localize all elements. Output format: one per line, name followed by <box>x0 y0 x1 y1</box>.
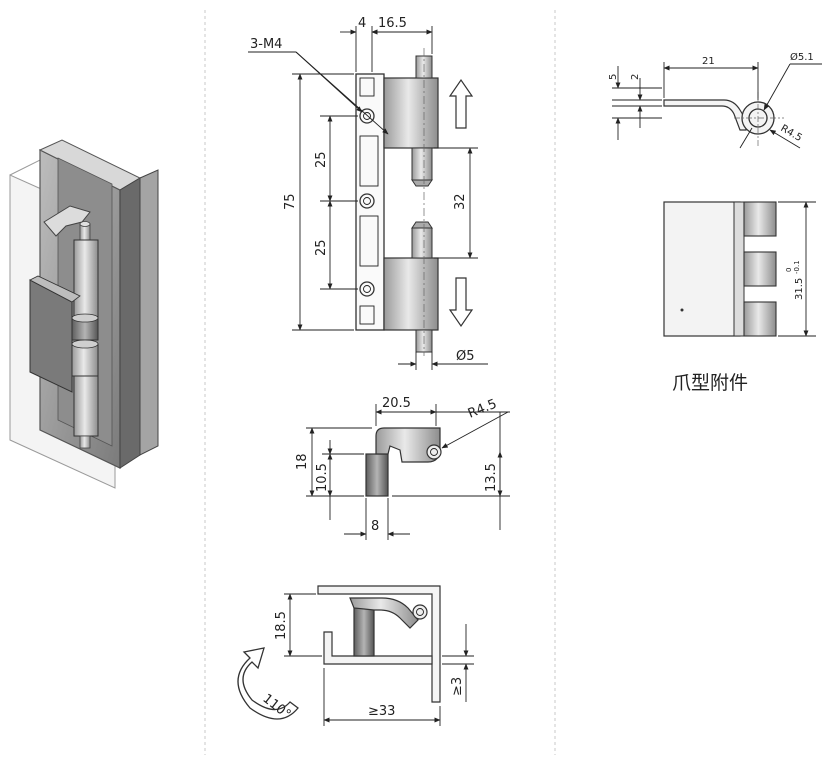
mounting-hole <box>359 108 375 124</box>
dim-min-33: ≥33 <box>368 704 395 719</box>
claw-attachment-caption: 爪型附件 <box>672 372 748 394</box>
dim-18: 18 <box>295 453 310 470</box>
dim-4: 4 <box>358 16 366 31</box>
dim-hole-diameter: Ø5.1 <box>790 51 814 63</box>
isometric-hinge-view <box>9 139 159 489</box>
dim-10-5: 10.5 <box>315 463 330 492</box>
claw-attachment-front-view: 31.5 0 -0.1 <box>663 201 816 337</box>
down-arrow-icon <box>448 277 474 328</box>
up-arrow-icon <box>448 78 474 129</box>
mounting-hole <box>359 193 375 209</box>
dim-radius-4-5: R4.5 <box>466 397 499 422</box>
dim-2: 2 <box>630 74 641 80</box>
dim-8: 8 <box>371 519 379 534</box>
dim-18-5: 18.5 <box>274 611 289 640</box>
hinge-install-view: 18.5 ≥3 ≥33 110° <box>237 585 474 726</box>
dim-75: 75 <box>283 193 298 210</box>
dim-20-5: 20.5 <box>382 396 411 411</box>
dim-claw-radius: R4.5 <box>779 123 804 144</box>
dim-21: 21 <box>702 56 715 67</box>
dim-13-5: 13.5 <box>484 463 499 492</box>
dim-25-upper: 25 <box>314 151 329 168</box>
dim-pin-diameter: Ø5 <box>456 349 475 364</box>
dim-5: 5 <box>608 74 619 80</box>
dim-16-5: 16.5 <box>378 16 407 31</box>
tolerance-lower: -0.1 <box>793 260 801 274</box>
dim-min-3: ≥3 <box>450 677 465 696</box>
rotation-arrow-icon <box>237 647 299 720</box>
dim-25-lower: 25 <box>314 239 329 256</box>
tolerance-upper: 0 <box>785 268 793 272</box>
dim-31-5: 31.5 <box>794 278 805 300</box>
dim-32: 32 <box>453 193 468 210</box>
mounting-hole <box>359 281 375 297</box>
hole-callout: 3-M4 <box>250 37 282 52</box>
claw-attachment-top-view: 5 2 21 Ø5.1 R4.5 <box>608 51 822 149</box>
hinge-front-view: 4 16.5 3-M4 75 25 25 32 Ø5 <box>248 16 488 370</box>
hinge-side-view: 20.5 R4.5 18 10.5 13.5 8 <box>295 396 510 540</box>
